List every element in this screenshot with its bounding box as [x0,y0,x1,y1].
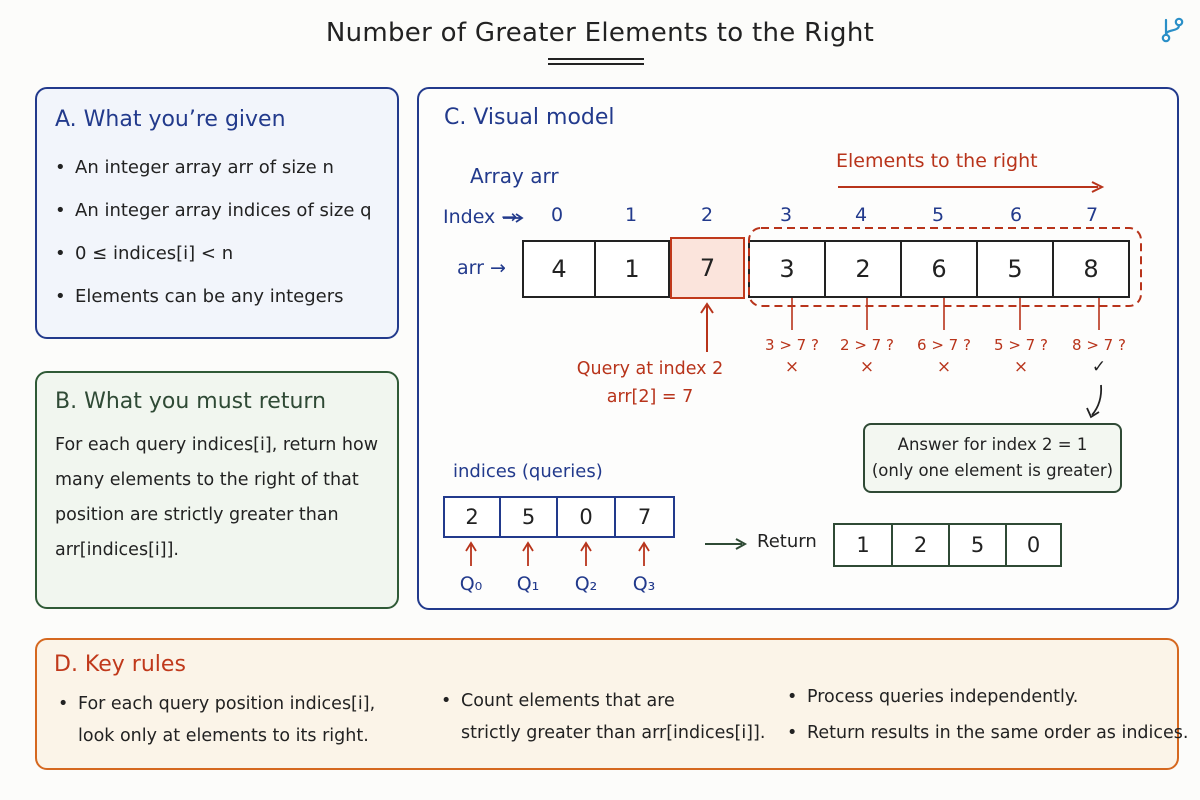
given-item: An integer array arr of size n [53,157,372,200]
bullet-dot: • [787,687,798,707]
query-note-line: Query at index 2 [576,359,724,379]
return-label: Return [757,531,817,552]
result-cell: 2 [891,523,950,567]
array-cell: 8 [1052,240,1130,298]
array-cell: 2 [824,240,902,298]
section-c-heading: C. Visual model [444,105,615,130]
given-list: An integer array arr of size n An intege… [53,157,372,329]
index-number: 5 [931,204,945,226]
index-number: 2 [700,204,714,226]
rule-item: • For each query position indices[i], lo… [58,688,376,752]
query-cell: 5 [499,496,558,538]
comparison-label: 5 > 7 ? [994,336,1048,354]
index-number: 0 [550,204,564,226]
array-label: Array arr [470,164,559,188]
rule-item: • Count elements that are strictly great… [441,685,766,749]
return-description: For each query indices[i], return how ma… [55,428,378,568]
right-elements-label: Elements to the right [836,150,1038,172]
comparison-label: 6 > 7 ? [917,336,971,354]
array-cell: 4 [522,240,596,298]
array-cell: 1 [594,240,670,298]
given-item: 0 ≤ indices[i] < n [53,243,372,286]
result-cell: 1 [833,523,893,567]
arr-label: arr → [457,257,506,279]
array-cell: 3 [748,240,826,298]
cross-icon: × [936,357,952,377]
queries-label: indices (queries) [453,461,603,482]
rule-item: • Process queries independently. [787,681,1079,713]
rule-line: strictly greater than arr[indices[i]]. [461,723,766,743]
query-array-cell: 7 [670,237,745,299]
query-name: Q₀ [459,573,483,595]
bullet-dot: • [441,691,452,711]
answer-line: (only one element is greater) [871,461,1114,480]
section-d-panel [35,638,1179,770]
bullet-dot: • [787,723,798,743]
result-cell: 0 [1005,523,1062,567]
return-line: many elements to the right of that [55,470,359,490]
index-number: 6 [1009,204,1023,226]
rule-line: Process queries independently. [807,687,1079,707]
given-item: Elements can be any integers [53,286,372,329]
comparison-label: 2 > 7 ? [840,336,894,354]
index-number: 4 [854,204,868,226]
comparison-label: 8 > 7 ? [1072,336,1126,354]
cross-icon: × [1013,357,1029,377]
rule-item: • Return results in the same order as in… [787,717,1189,749]
check-icon: ✓ [1091,357,1107,377]
array-cell: 6 [900,240,978,298]
index-number: 1 [624,204,638,226]
cross-icon: × [859,357,875,377]
section-b-heading: B. What you must return [55,389,327,414]
bullet-dot: • [58,694,69,714]
section-a-heading: A. What you’re given [55,107,286,132]
section-d-heading: D. Key rules [54,652,186,677]
cross-icon: × [784,357,800,377]
answer-box: Answer for index 2 = 1 (only one element… [863,423,1122,493]
title-underline [548,58,644,65]
query-note-line: arr[2] = 7 [606,387,694,407]
query-name: Q₃ [632,573,656,595]
return-line: For each query indices[i], return how [55,435,379,455]
query-cell: 0 [556,496,616,538]
answer-line: Answer for index 2 = 1 [897,435,1088,454]
comparison-label: 3 > 7 ? [765,336,819,354]
query-cell: 7 [614,496,675,538]
index-label: Index → [443,206,518,228]
return-line: arr[indices[i]]. [55,540,179,560]
given-item: An integer array indices of size q [53,200,372,243]
query-note: Query at index 2 arr[2] = 7 [560,355,740,411]
rule-line: look only at elements to its right. [78,726,369,746]
query-cell: 2 [443,496,501,538]
rule-line: For each query position indices[i], [78,694,376,714]
branch-icon [1161,17,1184,43]
section-b-panel: B. What you must return For each query i… [35,371,399,609]
index-number: 7 [1085,204,1099,226]
section-a-panel: A. What you’re given An integer array ar… [35,87,399,339]
index-number: 3 [779,204,793,226]
query-name: Q₂ [574,573,598,595]
return-line: position are strictly greater than [55,505,339,525]
result-cell: 5 [948,523,1007,567]
page-title: Number of Greater Elements to the Right [325,18,875,48]
array-cell: 5 [976,240,1054,298]
query-name: Q₁ [516,573,540,595]
rule-line: Count elements that are [461,691,675,711]
rule-line: Return results in the same order as indi… [807,723,1189,743]
